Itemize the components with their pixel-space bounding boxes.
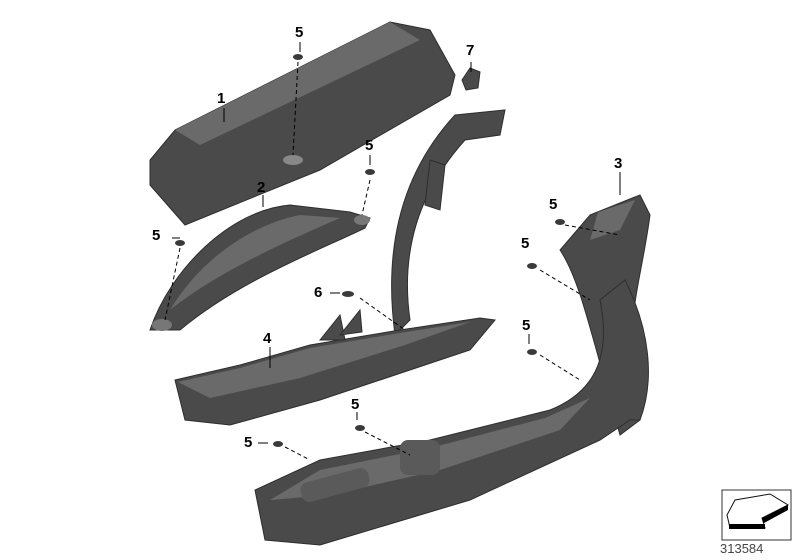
callout-5[interactable]: 5 [351,396,360,413]
screw-icon [355,425,365,431]
lower-sill-trim[interactable] [254,279,649,546]
part-7-clip[interactable] [461,67,481,91]
screw-icon [342,291,354,297]
callout-5[interactable]: 5 [244,434,253,451]
callout-5[interactable]: 5 [549,196,558,213]
screw-icon [555,219,565,225]
screw-icon [527,349,537,355]
callout-5[interactable]: 5 [295,24,304,41]
screw-icon [527,263,537,269]
screw-icon [175,240,185,246]
part-2-trim[interactable] [149,204,371,331]
screws [175,54,565,447]
part-1-cover[interactable] [149,21,456,226]
callout-6[interactable]: 6 [314,284,323,301]
diagram-id: 313584 [720,541,764,556]
callout-3[interactable]: 3 [614,155,623,172]
leader-lines [164,42,621,461]
screw-icon [365,169,375,175]
callout-5[interactable]: 5 [365,137,374,154]
arrow-to-vehicle-icon[interactable] [721,489,792,541]
part-6-bracket[interactable] [391,109,506,337]
callout-2[interactable]: 2 [257,179,266,196]
callout-4[interactable]: 4 [263,330,272,347]
callout-7[interactable]: 7 [466,42,475,59]
screw-icon [293,54,303,60]
callout-5[interactable]: 5 [522,317,531,334]
part-4-panel[interactable] [174,308,496,426]
callout-5[interactable]: 5 [152,227,161,244]
screw-icon [273,441,283,447]
callout-1[interactable]: 1 [217,90,226,107]
callout-5[interactable]: 5 [521,235,530,252]
